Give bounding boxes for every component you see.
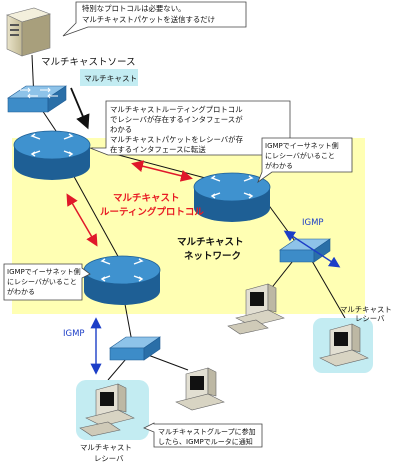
packet-flow-arrow	[70, 87, 90, 130]
receiver-right-label: マルチキャスト	[340, 305, 392, 314]
left-router-callout-line: がわかる	[7, 287, 35, 296]
router-icon	[83, 255, 161, 305]
bottom-callout: マルチキャストグループに参加 したら、IGMPでルータに通知	[143, 422, 263, 448]
right-router-callout-line: がわかる	[265, 161, 293, 170]
computer-icon	[319, 323, 369, 367]
source-label: マルチキャストソース	[41, 57, 136, 68]
computer-icon	[79, 383, 135, 437]
routing-protocol-label: ルーティングプロトコル	[100, 206, 204, 218]
right-router-callout-line: IGMPでイーサネット側	[265, 141, 339, 150]
left-router-callout: IGMPでイーサネット側 にレシーバがいること がわかる	[3, 263, 91, 301]
right-router-callout-line: にレシーバがいること	[265, 151, 335, 160]
router-icon	[13, 130, 91, 180]
computer-icon	[175, 367, 225, 411]
igmp-right-label: IGMP	[302, 218, 324, 228]
switch-icon	[109, 336, 161, 361]
left-router-callout-line: にレシーバがいること	[7, 277, 77, 286]
server-icon	[6, 7, 51, 57]
igmp-left-label: IGMP	[63, 329, 85, 339]
network-label: ネットワーク	[184, 251, 241, 262]
routing-protocol-arrow	[66, 193, 98, 247]
bottom-callout-line: したら、IGMPでルータに通知	[158, 437, 253, 446]
router-callout-line: 在するインタフェースに転送	[110, 145, 206, 154]
router-callout-line: でレシーバが存在するインタフェースが	[110, 115, 243, 124]
computer-icon	[227, 283, 285, 335]
right-router-callout: IGMPでイーサネット側 にレシーバがいること がわかる	[257, 137, 353, 184]
source-callout: 特別なプロトコルは必要ない。 マルチキャストパケットを送信するだけ	[62, 1, 247, 37]
routing-protocol-label: マルチキャスト	[113, 193, 180, 204]
left-router-callout-line: IGMPでイーサネット側	[7, 267, 81, 276]
multicast-tag-box	[80, 69, 138, 86]
receiver-bottom-label: レシーバ	[94, 454, 124, 463]
router-callout-line: わかる	[110, 125, 132, 134]
source-callout-line: 特別なプロトコルは必要ない。	[82, 4, 185, 13]
switch-icon	[7, 85, 67, 113]
receiver-bottom-label: マルチキャスト	[80, 443, 132, 452]
multicast-tag: マルチキャスト	[84, 74, 137, 83]
network-label: マルチキャスト	[177, 237, 244, 248]
receiver-right-label: レシーバ	[355, 314, 385, 323]
routing-protocol-arrow	[131, 160, 193, 182]
router-callout-line: マルチキャストパケットをレシーバが存	[110, 135, 244, 144]
source-callout-line: マルチキャストパケットを送信するだけ	[82, 15, 215, 24]
router-callout-line: マルチキャストルーティングプロトコル	[110, 105, 243, 114]
bottom-callout-line: マルチキャストグループに参加	[158, 427, 256, 436]
igmp-arrow	[283, 230, 341, 268]
router-callout: マルチキャストルーティングプロトコル でレシーバが存在するインタフェースが わか…	[89, 100, 291, 156]
router-icon	[193, 172, 271, 222]
